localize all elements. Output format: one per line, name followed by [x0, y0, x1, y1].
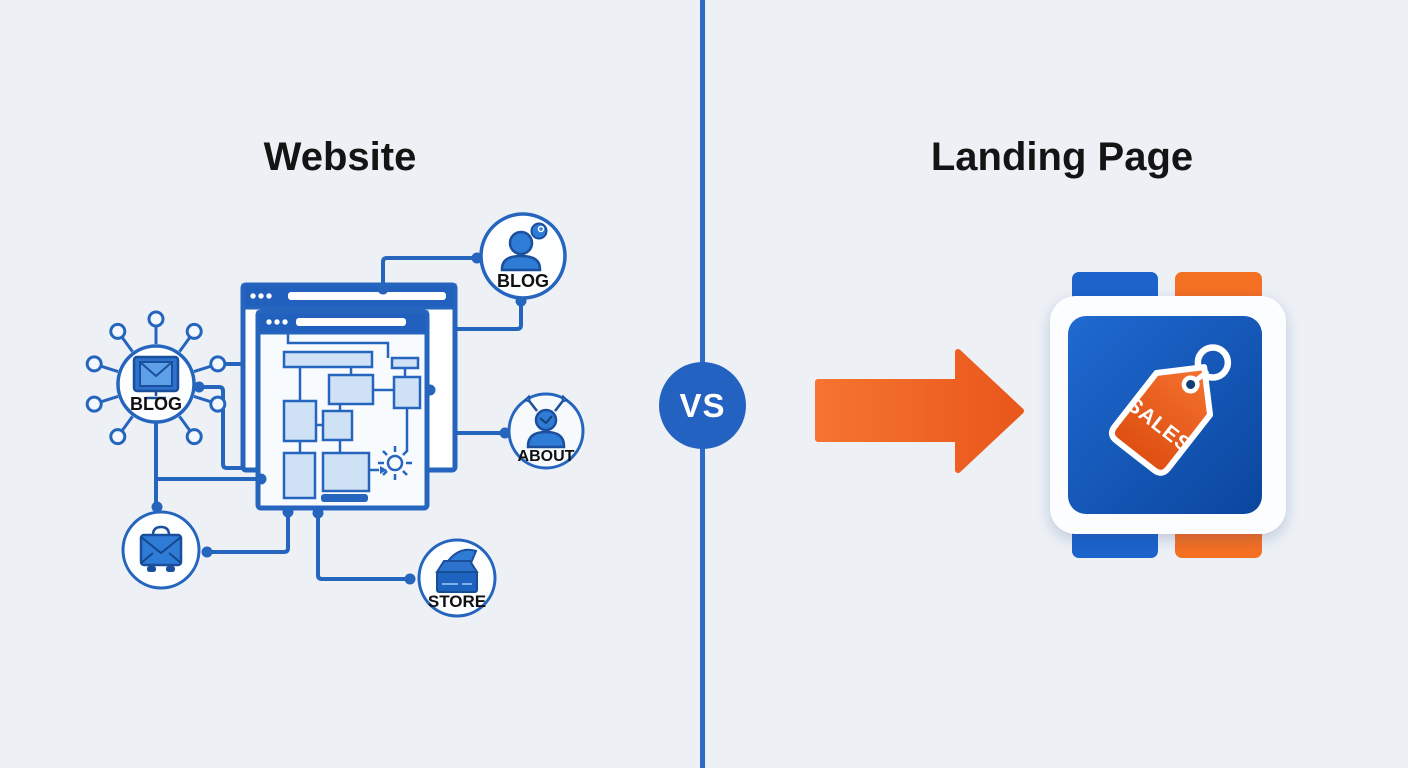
tag-body	[1108, 364, 1214, 476]
label-about: ABOUT	[517, 448, 575, 465]
wireframe-footer-bar	[321, 494, 368, 502]
vs-badge: VS	[659, 362, 746, 449]
node-briefcase	[121, 510, 201, 590]
label-blog-hub: BLOG	[130, 394, 182, 414]
arrow-right	[815, 349, 1024, 473]
wireframe-arrowhead	[380, 466, 387, 474]
node-blog-top	[479, 212, 567, 300]
window-dots-front	[266, 319, 288, 325]
label-blog-top: BLOG	[497, 271, 549, 291]
tag-hole	[1186, 379, 1196, 389]
monitor-envelope-icon	[132, 355, 180, 400]
address-bar-front	[296, 318, 406, 326]
briefcase-mail-icon	[139, 525, 183, 572]
browser-window-front	[255, 309, 430, 511]
landing-page-title: Landing Page	[930, 135, 1194, 179]
sales-tag: SALES	[1108, 344, 1232, 476]
hub-node-blog	[85, 310, 227, 446]
website-sitemap-illustration	[85, 212, 585, 618]
landing-page-illustration: SALES	[815, 272, 1286, 558]
wireframe-boxes	[282, 350, 422, 500]
person-icon	[500, 222, 548, 272]
store-register-icon	[435, 548, 479, 593]
wireframe-content	[286, 333, 409, 472]
label-store: STORE	[427, 592, 487, 611]
sunburst-icon	[378, 446, 412, 480]
person-antenna-icon	[523, 394, 569, 449]
node-about	[507, 392, 585, 470]
vs-label: VS	[679, 386, 726, 424]
address-bar-back	[288, 292, 446, 300]
website-title: Website	[263, 135, 417, 179]
node-store	[417, 538, 497, 618]
window-dots-back	[250, 293, 272, 299]
